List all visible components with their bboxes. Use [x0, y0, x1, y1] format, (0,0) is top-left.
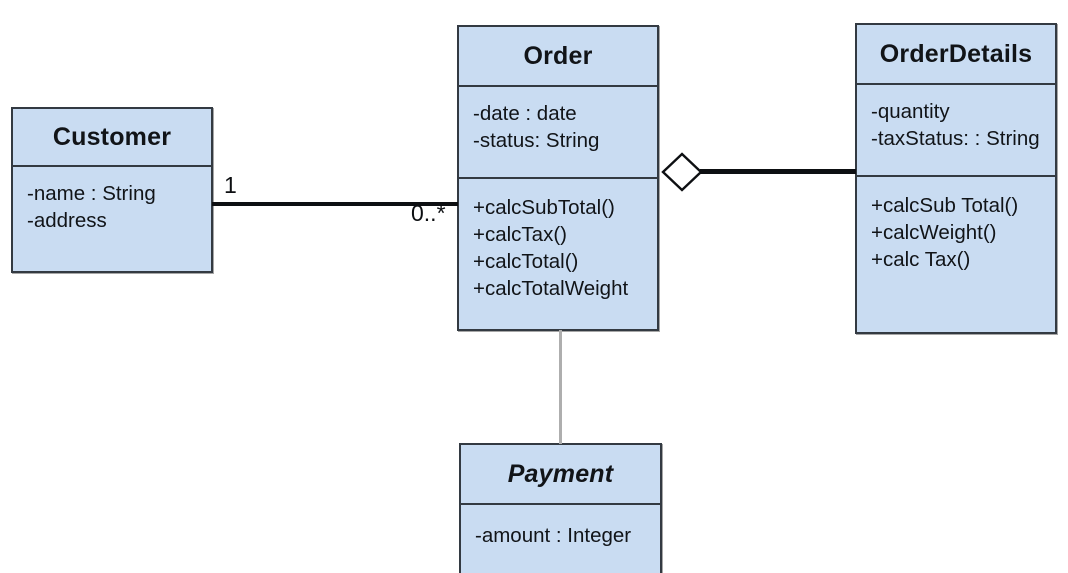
- association-line-order-payment[interactable]: [559, 330, 562, 444]
- attribute-item: -name : String: [27, 182, 156, 205]
- attribute-item: -status: String: [473, 129, 600, 153]
- class-attributes-payment: -amount : Integer: [461, 505, 660, 573]
- class-name-payment: Payment: [461, 445, 660, 505]
- class-name-customer: Customer: [13, 109, 211, 167]
- operation-item: +calcSubTotal(): [473, 196, 615, 219]
- class-attributes-customer: -name : String -address: [13, 167, 211, 271]
- multiplicity-label-order-end: 0..*: [411, 200, 446, 226]
- attribute-item: -amount : Integer: [475, 524, 632, 547]
- operation-item: +calcTax(): [473, 223, 567, 247]
- class-name-order: Order: [459, 27, 657, 87]
- association-line-customer-order[interactable]: [212, 202, 458, 206]
- operation-item: +calcTotalWeight: [473, 277, 629, 301]
- operation-item: +calcWeight(): [871, 221, 997, 245]
- attribute-item: -quantity: [871, 100, 950, 123]
- class-name-orderdetails: OrderDetails: [857, 25, 1055, 85]
- class-box-order[interactable]: Order -date : date -status: String +calc…: [457, 25, 659, 331]
- attribute-item: -date : date: [473, 102, 577, 125]
- aggregation-diamond-icon: [661, 152, 703, 192]
- operation-item: +calcSub Total(): [871, 194, 1019, 217]
- operation-item: +calcTotal(): [473, 250, 579, 274]
- class-operations-order: +calcSubTotal() +calcTax() +calcTotal() …: [459, 179, 657, 329]
- attribute-item: -taxStatus: : String: [871, 127, 1040, 151]
- class-box-payment[interactable]: Payment -amount : Integer: [459, 443, 662, 573]
- attribute-item: -address: [27, 209, 107, 233]
- aggregation-line-order-orderdetails[interactable]: [700, 169, 856, 174]
- class-box-orderdetails[interactable]: OrderDetails -quantity -taxStatus: : Str…: [855, 23, 1057, 334]
- class-attributes-orderdetails: -quantity -taxStatus: : String: [857, 85, 1055, 177]
- class-attributes-order: -date : date -status: String: [459, 87, 657, 179]
- operation-item: +calc Tax(): [871, 248, 971, 272]
- class-operations-orderdetails: +calcSub Total() +calcWeight() +calc Tax…: [857, 177, 1055, 332]
- class-box-customer[interactable]: Customer -name : String -address: [11, 107, 213, 273]
- multiplicity-label-customer-end: 1: [224, 172, 237, 198]
